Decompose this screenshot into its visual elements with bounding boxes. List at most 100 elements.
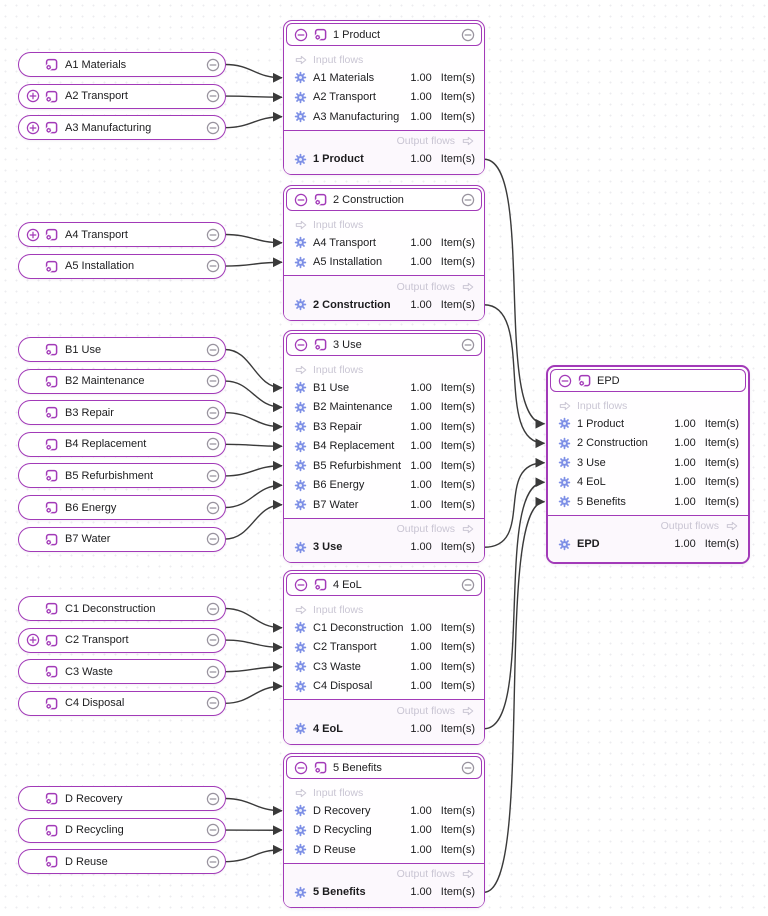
process-node[interactable]: C1 Deconstruction	[18, 596, 226, 621]
expand-providers-icon[interactable]	[25, 89, 40, 104]
process-node[interactable]: B7 Water	[18, 526, 226, 552]
collapse-node-icon[interactable]	[293, 577, 308, 592]
collapse-icon[interactable]	[205, 468, 220, 483]
edge-connector[interactable]	[224, 411, 283, 432]
process-node[interactable]: B5 Refurbishment	[18, 463, 226, 489]
collapse-icon[interactable]	[205, 57, 220, 72]
collapse-icon[interactable]	[205, 437, 220, 452]
process-node[interactable]: C2 Transport	[18, 627, 226, 653]
input-flow-row[interactable]: 3 Use 1.00 Item(s)	[548, 453, 748, 473]
edge-connector[interactable]	[224, 257, 283, 268]
process-node[interactable]: D Recycling	[18, 817, 226, 843]
edge-connector[interactable]	[224, 63, 283, 83]
collapse-icon[interactable]	[205, 532, 220, 547]
process-node[interactable]: A4 Transport	[18, 222, 226, 247]
edge-connector[interactable]	[224, 348, 283, 393]
collapse-node-icon[interactable]	[293, 760, 308, 775]
expand-providers-icon[interactable]	[25, 227, 40, 242]
minimize-icon[interactable]	[460, 27, 475, 42]
edge-connector[interactable]	[224, 460, 283, 477]
edge-connector[interactable]	[483, 496, 546, 893]
input-flow-row[interactable]: B6 Energy 1.00 Item(s)	[284, 476, 484, 496]
process-node[interactable]: A1 Materials	[18, 52, 226, 77]
input-flow-row[interactable]: C2 Transport 1.00 Item(s)	[284, 638, 484, 658]
input-flow-row[interactable]: D Reuse 1.00 Item(s)	[284, 840, 484, 860]
input-flow-row[interactable]: 2 Construction 1.00 Item(s)	[548, 434, 748, 454]
process-node[interactable]: B4 Replacement	[18, 431, 226, 457]
collapse-icon[interactable]	[205, 120, 220, 135]
input-flow-row[interactable]: B3 Repair 1.00 Item(s)	[284, 417, 484, 437]
edge-connector[interactable]	[224, 499, 283, 540]
process-node[interactable]: B2 Maintenance	[18, 368, 226, 394]
input-flow-row[interactable]: A5 Installation 1.00 Item(s)	[284, 253, 484, 273]
collapse-icon[interactable]	[205, 791, 220, 806]
collapse-icon[interactable]	[205, 89, 220, 104]
collapse-icon[interactable]	[205, 823, 220, 838]
process-node[interactable]: C4 Disposal	[18, 690, 226, 716]
edge-connector[interactable]	[224, 233, 283, 248]
collapse-icon[interactable]	[205, 664, 220, 679]
stage-node[interactable]: 3 Use Input flows B1 Use 1.00 Item(s)	[283, 330, 485, 563]
edge-connector[interactable]	[224, 111, 283, 129]
output-flow-row[interactable]: 4 EoL 1.00 Item(s)	[284, 719, 484, 739]
output-flow-row[interactable]: 2 Construction 1.00 Item(s)	[284, 295, 484, 315]
process-node[interactable]: B1 Use	[18, 337, 226, 362]
edge-connector[interactable]	[483, 477, 546, 730]
collapse-node-icon[interactable]	[293, 27, 308, 42]
input-flow-row[interactable]: B5 Refurbishment 1.00 Item(s)	[284, 456, 484, 476]
output-flow-row[interactable]: EPD 1.00 Item(s)	[548, 535, 748, 555]
collapse-icon[interactable]	[205, 374, 220, 389]
input-flow-row[interactable]: C4 Disposal 1.00 Item(s)	[284, 677, 484, 697]
process-node[interactable]: C3 Waste	[18, 659, 226, 685]
output-flow-row[interactable]: 5 Benefits 1.00 Item(s)	[284, 883, 484, 903]
edge-connector[interactable]	[224, 661, 283, 673]
input-flow-row[interactable]: B2 Maintenance 1.00 Item(s)	[284, 398, 484, 418]
input-flow-row[interactable]: D Recycling 1.00 Item(s)	[284, 821, 484, 841]
collapse-icon[interactable]	[205, 227, 220, 242]
collapse-node-icon[interactable]	[293, 337, 308, 352]
stage-node-header[interactable]: 1 Product	[286, 23, 482, 46]
collapse-icon[interactable]	[205, 342, 220, 357]
collapse-icon[interactable]	[205, 405, 220, 420]
edge-connector[interactable]	[224, 607, 283, 633]
stage-node-header[interactable]: 3 Use	[286, 333, 482, 356]
input-flow-row[interactable]: A1 Materials 1.00 Item(s)	[284, 68, 484, 88]
collapse-icon[interactable]	[205, 259, 220, 274]
expand-providers-icon[interactable]	[25, 633, 40, 648]
edge-connector[interactable]	[224, 844, 283, 863]
collapse-icon[interactable]	[205, 633, 220, 648]
input-flow-row[interactable]: B7 Water 1.00 Item(s)	[284, 495, 484, 515]
input-flow-row[interactable]: 1 Product 1.00 Item(s)	[548, 414, 748, 434]
process-node[interactable]: A2 Transport	[18, 83, 226, 109]
collapse-icon[interactable]	[205, 696, 220, 711]
edge-connector[interactable]	[483, 457, 546, 548]
collapse-icon[interactable]	[205, 601, 220, 616]
process-node[interactable]: A5 Installation	[18, 253, 226, 279]
process-node[interactable]: D Recovery	[18, 786, 226, 811]
input-flow-row[interactable]: B4 Replacement 1.00 Item(s)	[284, 437, 484, 457]
collapse-node-icon[interactable]	[557, 373, 572, 388]
stage-node[interactable]: 4 EoL Input flows C1 Deconstruction 1.00	[283, 570, 485, 745]
input-flow-row[interactable]: D Recovery 1.00 Item(s)	[284, 801, 484, 821]
collapse-icon[interactable]	[205, 500, 220, 515]
process-node[interactable]: B3 Repair	[18, 400, 226, 426]
minimize-icon[interactable]	[460, 192, 475, 207]
stage-node-header[interactable]: 2 Construction	[286, 188, 482, 211]
edge-connector[interactable]	[483, 304, 546, 449]
edge-connector[interactable]	[224, 480, 283, 509]
stage-node-header[interactable]: EPD	[550, 369, 746, 392]
input-flow-row[interactable]: A3 Manufacturing 1.00 Item(s)	[284, 107, 484, 127]
input-flow-row[interactable]: 5 Benefits 1.00 Item(s)	[548, 492, 748, 512]
edge-connector[interactable]	[483, 158, 546, 429]
minimize-icon[interactable]	[460, 760, 475, 775]
minimize-icon[interactable]	[460, 577, 475, 592]
stage-node[interactable]: 5 Benefits Input flows D Recovery 1.00	[283, 753, 485, 908]
edge-connector[interactable]	[224, 639, 283, 653]
input-flow-row[interactable]: A2 Transport 1.00 Item(s)	[284, 88, 484, 108]
collapse-icon[interactable]	[205, 854, 220, 869]
edge-connector[interactable]	[224, 797, 283, 816]
output-flow-row[interactable]: 3 Use 1.00 Item(s)	[284, 538, 484, 558]
edge-connector[interactable]	[224, 380, 283, 413]
edge-connector[interactable]	[224, 681, 283, 704]
